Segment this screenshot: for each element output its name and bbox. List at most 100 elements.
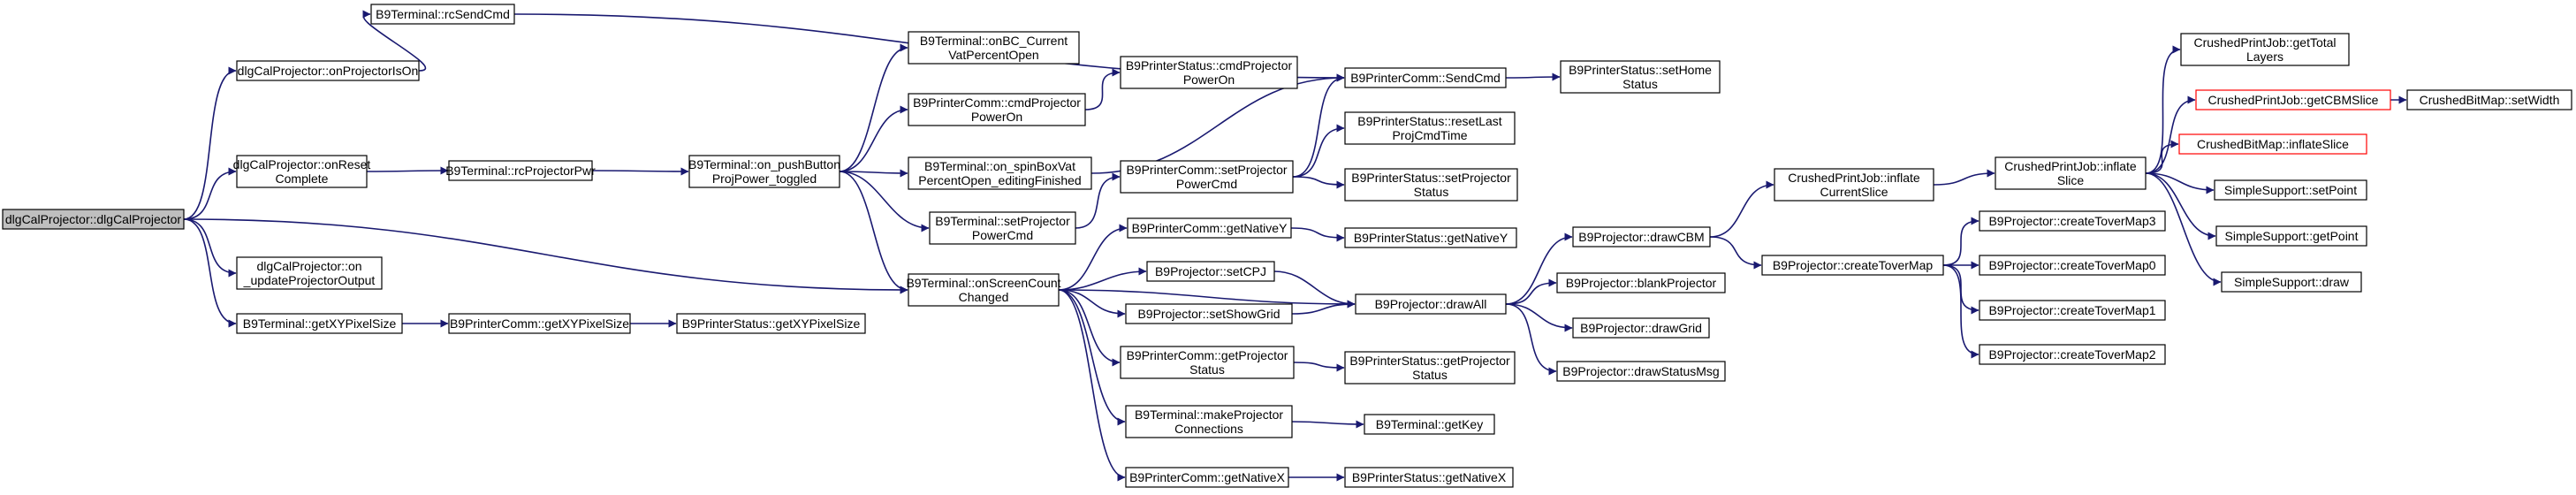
node-drawStatusMsg[interactable]: B9Projector::drawStatusMsg: [1556, 361, 1726, 382]
node-label: Connections: [1174, 422, 1243, 436]
node-box: [1120, 160, 1294, 194]
node-onSpinBox[interactable]: B9Terminal::on_spinBoxVatPercentOpen_edi…: [908, 156, 1092, 190]
node-drawGrid[interactable]: B9Projector::drawGrid: [1572, 317, 1710, 339]
node-drawAll[interactable]: B9Projector::drawAll: [1355, 293, 1507, 315]
node-label: B9PrinterStatus::getNativeX: [1352, 470, 1507, 484]
node-getPoint[interactable]: SimpleSupport::getPoint: [2215, 225, 2367, 247]
node-getKey[interactable]: B9Terminal::getKey: [1364, 414, 1495, 435]
node-label: B9Projector::setCPJ: [1155, 264, 1266, 278]
node-label: B9PrinterComm::getXYPixelSize: [450, 316, 629, 331]
node-label: B9Projector::blankProjector: [1566, 276, 1717, 290]
node-createToverMap2[interactable]: B9Projector::createToverMap2: [1979, 344, 2166, 365]
node-box: [1364, 414, 1495, 435]
node-box: [929, 211, 1076, 245]
node-box: [448, 313, 631, 334]
node-sendCmd[interactable]: B9PrinterComm::SendCmd: [1344, 67, 1507, 88]
node-box: [1995, 156, 2147, 190]
node-box: [676, 313, 866, 334]
edge-inflateSlice_CPJ-to-getPoint: [2145, 172, 2216, 240]
node-label: B9Terminal::onBC_Current: [920, 34, 1068, 48]
node-getNativeY_PS[interactable]: B9PrinterStatus::getNativeY: [1344, 227, 1517, 248]
edge-inflateSlice_CPJ-to-draw: [2145, 172, 2222, 286]
edge-setProjectorPowerCmd_PC-to-setProjectorStatus_PS: [1292, 176, 1345, 189]
node-createToverMap1[interactable]: B9Projector::createToverMap1: [1979, 300, 2166, 321]
node-onUpdateProjectorOutput[interactable]: dlgCalProjector::on_updateProjectorOutpu…: [236, 256, 383, 290]
node-getXYPixelSize_PC[interactable]: B9PrinterComm::getXYPixelSize: [448, 313, 631, 334]
node-box: [1146, 261, 1275, 282]
edge-onScreenCount-to-getNativeX_PC: [1058, 289, 1126, 482]
edge-onPushButton-to-setProjectorPowerCmd_T: [839, 171, 930, 232]
node-getXYPixelSize_PS[interactable]: B9PrinterStatus::getXYPixelSize: [676, 313, 866, 334]
node-getNativeY_PC[interactable]: B9PrinterComm::getNativeY: [1127, 217, 1292, 239]
edge-drawCBM-to-inflateCurrentSlice: [1709, 180, 1774, 238]
edge-onPushButton-to-onScreenCount: [839, 171, 908, 294]
node-rcProjectorPwr[interactable]: B9Terminal::rcProjectorPwr: [445, 160, 596, 181]
node-rcSendCmd[interactable]: B9Terminal::rcSendCmd: [370, 4, 515, 25]
edge-root-to-onScreenCount: [183, 218, 908, 294]
node-label: B9PrinterStatus::setHome: [1569, 63, 1712, 77]
node-label: B9Projector::createToverMap2: [1988, 347, 2155, 362]
node-label: B9Projector::setShowGrid: [1137, 307, 1280, 321]
node-getNativeX_PC[interactable]: B9PrinterComm::getNativeX: [1125, 467, 1289, 488]
node-setPoint[interactable]: SimpleSupport::setPoint: [2214, 179, 2367, 201]
node-label: B9Terminal::rcSendCmd: [376, 7, 510, 21]
node-label: ProjPower_toggled: [712, 171, 817, 186]
node-box: [1344, 67, 1507, 88]
node-label: CrushedBitMap::setWidth: [2420, 93, 2560, 107]
node-label: Layers: [2246, 50, 2283, 64]
node-label: PowerOn: [971, 110, 1022, 124]
node-onProjectorIsOn[interactable]: dlgCalProjector::onProjectorIsOn: [236, 60, 420, 81]
node-box: [1344, 467, 1514, 488]
node-setWidth[interactable]: CrushedBitMap::setWidth: [2406, 89, 2572, 110]
node-box: [1125, 303, 1293, 324]
node-box: [1560, 60, 1721, 94]
node-createToverMap0[interactable]: B9Projector::createToverMap0: [1979, 255, 2166, 276]
node-inflateSlice_CPJ[interactable]: CrushedPrintJob::inflateSlice: [1995, 156, 2147, 190]
node-label: Status: [1414, 185, 1449, 199]
node-box: [1556, 361, 1726, 382]
node-label: CrushedBitMap::inflateSlice: [2197, 137, 2349, 151]
node-getXYPixelSize_T[interactable]: B9Terminal::getXYPixelSize: [236, 313, 403, 334]
node-getNativeX_PS[interactable]: B9PrinterStatus::getNativeX: [1344, 467, 1514, 488]
node-root[interactable]: dlgCalProjector::dlgCalProjector: [2, 209, 185, 230]
node-blankProjector[interactable]: B9Projector::blankProjector: [1556, 272, 1726, 293]
node-label: Slice: [2057, 173, 2085, 187]
node-box: [236, 60, 420, 81]
edge-setCPJ-to-drawAll: [1273, 270, 1356, 308]
node-onPushButton[interactable]: B9Terminal::on_pushButtonProjPower_toggl…: [688, 155, 840, 188]
node-box: [1120, 346, 1295, 379]
node-draw[interactable]: SimpleSupport::draw: [2221, 271, 2362, 293]
node-setCPJ[interactable]: B9Projector::setCPJ: [1146, 261, 1275, 282]
node-getCBMSlice[interactable]: CrushedPrintJob::getCBMSlice: [2195, 89, 2391, 110]
node-box: [908, 31, 1080, 65]
node-inflateSlice_CBM[interactable]: CrushedBitMap::inflateSlice: [2178, 133, 2367, 155]
edge-layer: [183, 10, 2407, 482]
edge-onPushButton-to-onBCCurrent: [839, 43, 908, 172]
node-createToverMap[interactable]: B9Projector::createToverMap: [1761, 255, 1944, 276]
node-label: SimpleSupport::getPoint: [2225, 229, 2359, 243]
node-box: [236, 313, 403, 334]
node-label: B9Terminal::onScreenCount: [906, 276, 1060, 290]
node-drawCBM[interactable]: B9Projector::drawCBM: [1572, 226, 1711, 248]
edge-root-to-getXYPixelSize_T: [183, 218, 237, 328]
node-box: [1979, 300, 2166, 321]
edge-onScreenCount-to-makeProjectorConnections: [1058, 289, 1126, 426]
node-setShowGrid[interactable]: B9Projector::setShowGrid: [1125, 303, 1293, 324]
node-createToverMap3[interactable]: B9Projector::createToverMap3: [1979, 210, 2166, 232]
